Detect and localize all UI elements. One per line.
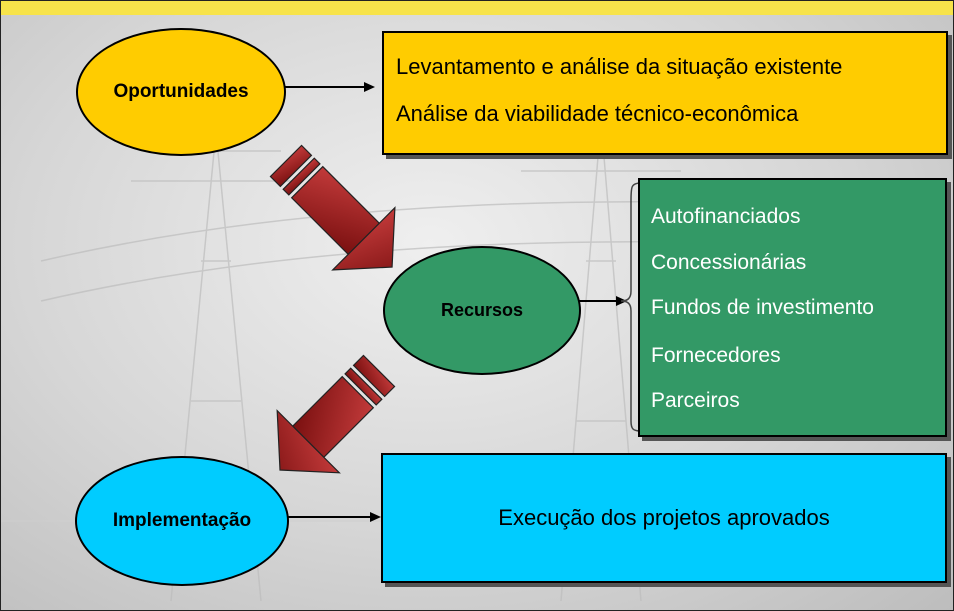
resources-detail: Fornecedores <box>651 344 781 367</box>
implementation-details-box: Execução dos projetos aprovados <box>381 453 947 583</box>
resources-detail: Parceiros <box>651 389 740 412</box>
resources-node: Recursos <box>383 246 581 375</box>
resources-detail: Concessionárias <box>651 251 807 274</box>
opportunities-label: Oportunidades <box>113 81 249 102</box>
resources-detail: Autofinanciados <box>651 205 801 228</box>
connector-arrow-opp <box>283 82 375 92</box>
connector-arrow-imp <box>285 512 381 522</box>
opportunities-detail: Levantamento e análise da situação exist… <box>396 54 843 79</box>
resources-details-box: Autofinanciados Concessionárias Fundos d… <box>638 178 947 437</box>
flow-arrow-rec-to-imp <box>276 354 396 474</box>
implementation-node: Implementação <box>75 456 289 586</box>
implementation-label: Implementação <box>112 510 252 531</box>
implementation-detail: Execução dos projetos aprovados <box>498 505 830 530</box>
opportunities-details-box: Levantamento e análise da situação exist… <box>382 31 948 155</box>
flow-arrow-opp-to-rec <box>269 144 396 271</box>
resources-detail: Fundos de investimento <box>651 296 874 319</box>
top-accent-bar <box>1 1 953 15</box>
resources-label: Recursos <box>440 300 524 320</box>
opportunities-node: Oportunidades <box>76 28 286 156</box>
opportunities-detail: Análise da viabilidade técnico-econômica <box>396 101 799 126</box>
resources-brace <box>620 182 642 432</box>
